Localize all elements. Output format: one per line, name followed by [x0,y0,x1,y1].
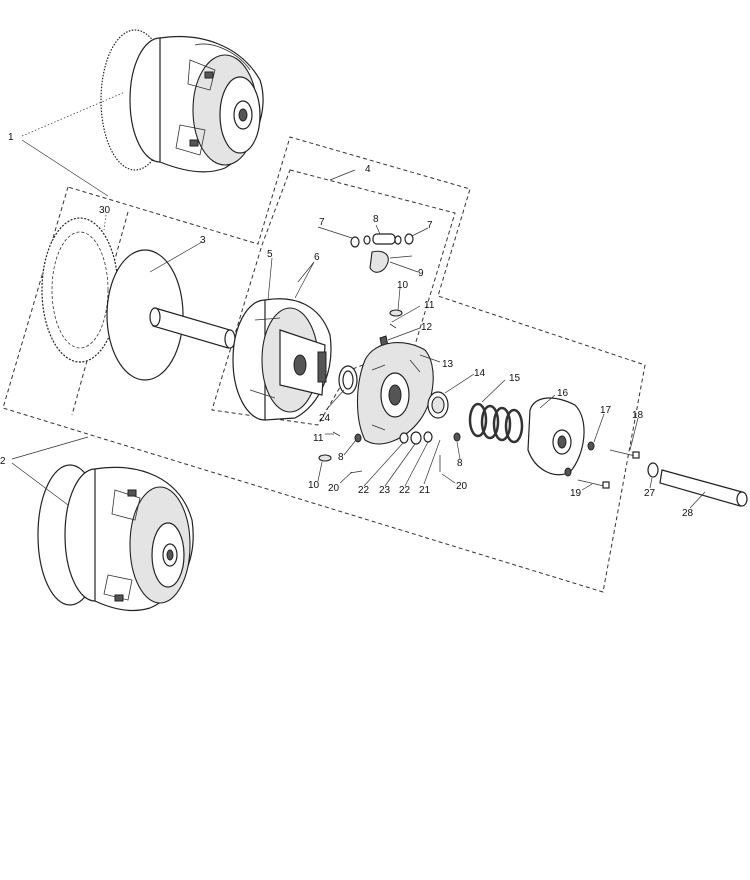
callout-2: 2 [0,456,6,467]
callout-21: 21 [419,485,431,496]
callout-8-top: 8 [373,214,379,225]
part-24-seal [338,365,358,395]
callout-7-right: 7 [427,220,433,231]
callout-19: 19 [570,488,582,499]
callout-5: 5 [267,249,273,260]
part-15-spring [468,402,524,444]
callout-22-left: 22 [358,485,370,496]
part-30-ring [41,217,119,363]
callout-7-left: 7 [319,217,325,228]
callout-11-top: 11 [424,300,435,311]
part-13-spider [356,342,434,445]
callout-23: 23 [379,485,391,496]
callout-4: 4 [365,164,371,175]
part-16-cover [527,397,585,476]
callout-10-bottom: 10 [308,480,320,491]
callout-8-right: 8 [457,458,463,469]
assembly-1-complete-clutch [100,29,264,173]
callout-10-top: 10 [397,280,409,291]
part-3-fixed-sheave [106,249,236,381]
group-box-outer [2,136,646,593]
parts-7-8-9-weights [350,233,414,273]
callout-17: 17 [600,405,612,416]
part-14-bushing [427,391,449,419]
callout-18: 18 [632,410,644,421]
callout-3: 3 [200,235,206,246]
callout-20-right: 20 [456,481,468,492]
part-5-movable-sheave [232,298,332,421]
parts-17-28-hardware [349,431,748,507]
callout-20-left: 20 [328,483,340,494]
leader-lines [11,91,706,509]
callout-1: 1 [8,132,14,143]
callout-15: 15 [509,373,521,384]
callout-labels: 1 2 3 4 5 6 7 7 8 8 8 9 10 10 11 11 12 1… [0,132,694,519]
callout-11-bottom: 11 [313,433,324,444]
callout-12: 12 [421,322,433,333]
callout-16: 16 [557,388,569,399]
assembly-2-complete-clutch [37,464,194,612]
callout-28: 28 [682,508,694,519]
callout-24: 24 [319,413,331,424]
callout-22-right: 22 [399,485,411,496]
callout-6: 6 [314,252,320,263]
group-box-4 [211,169,456,426]
callout-14: 14 [474,368,486,379]
callout-27: 27 [644,488,656,499]
callout-9: 9 [418,268,424,279]
callout-30: 30 [99,205,111,216]
callout-8-left: 8 [338,452,344,463]
callout-13: 13 [442,359,454,370]
